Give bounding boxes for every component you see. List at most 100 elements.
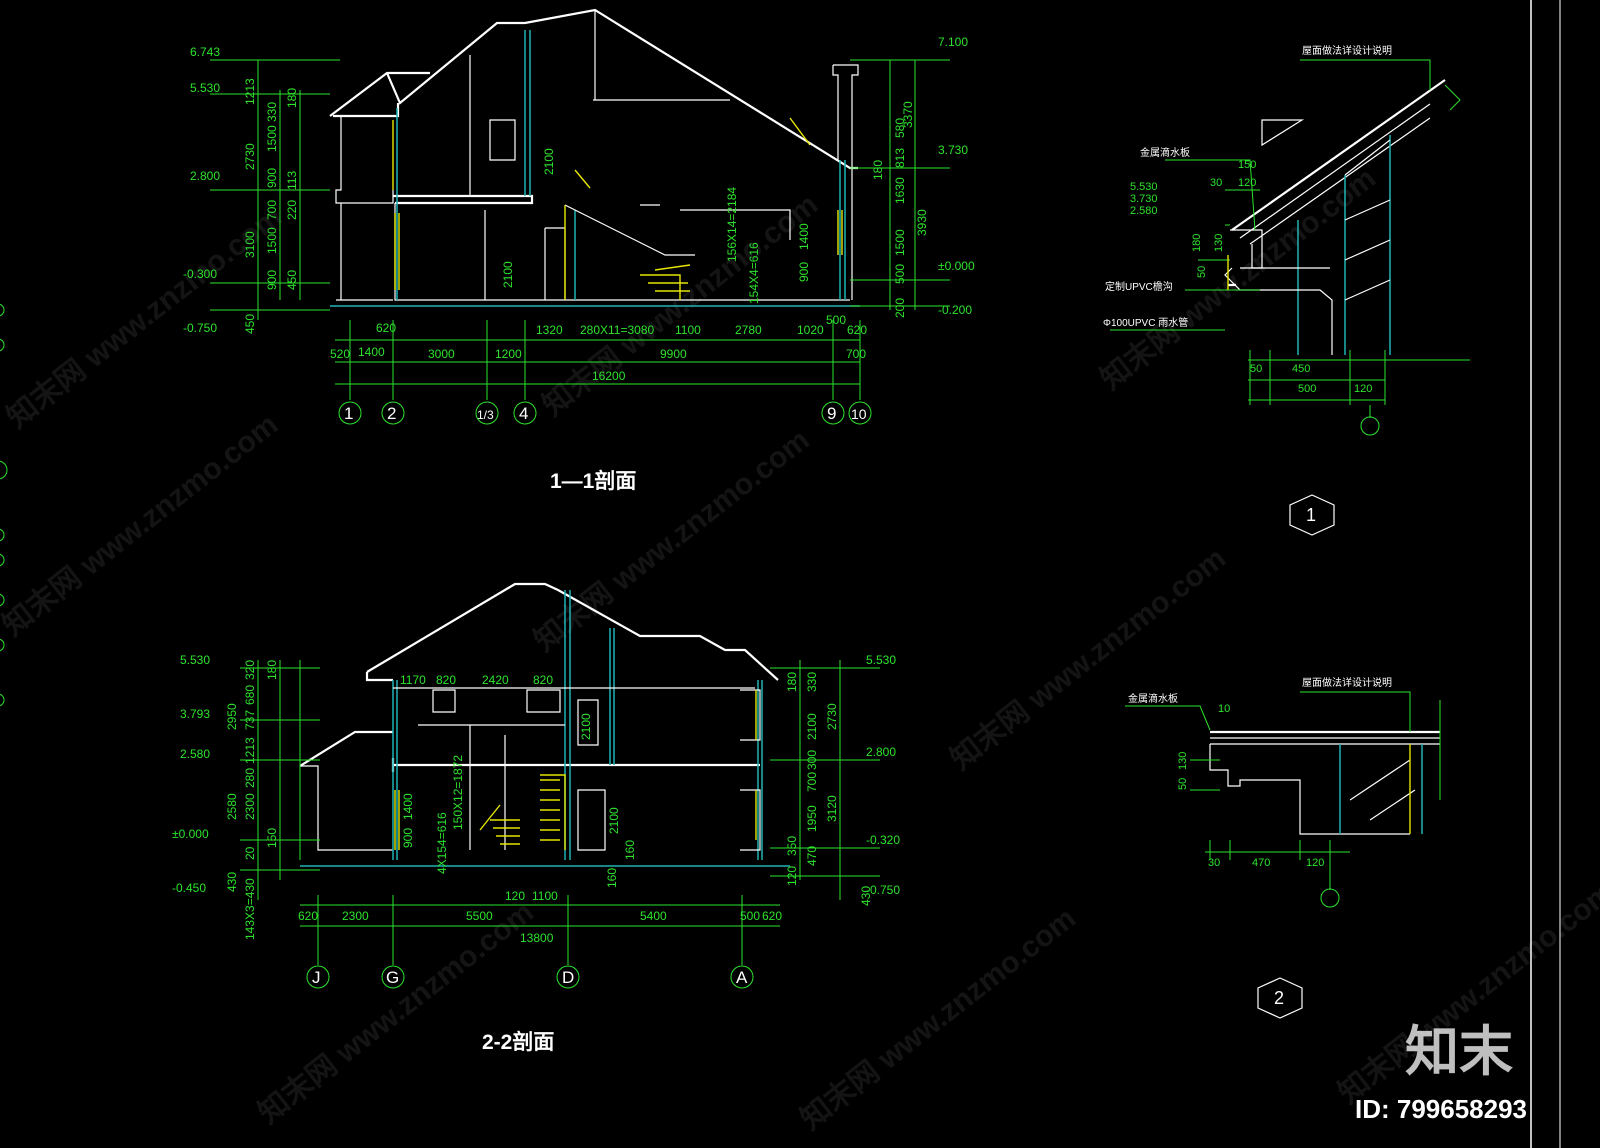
elevation-label: 3.730 bbox=[1130, 193, 1158, 205]
dim-label: 20 bbox=[243, 846, 257, 860]
dim-label: 450 bbox=[285, 270, 299, 290]
elevation-label: -0.450 bbox=[172, 881, 206, 895]
dim-label: 30 bbox=[1208, 857, 1220, 869]
dim-label: 10 bbox=[1218, 703, 1230, 715]
dim-label: 1170 bbox=[400, 673, 426, 687]
section-1-1-labels: 6.743 5.530 2.800 -0.300 -0.750 1213 273… bbox=[183, 35, 975, 493]
dim-label: 820 bbox=[436, 673, 456, 687]
dim-label: 430 bbox=[225, 872, 239, 892]
dim-label: 2580 bbox=[225, 793, 239, 820]
watermark-text: 知末网 www.znzmo.com bbox=[945, 542, 1232, 777]
dim-label: 1950 bbox=[805, 805, 819, 832]
dim-label: 180 bbox=[1191, 234, 1203, 252]
axis-label: 9 bbox=[827, 404, 836, 423]
elevation-label: 2.800 bbox=[190, 169, 220, 183]
elevation-label: -0.750 bbox=[866, 883, 900, 897]
dim-label: 2100 bbox=[501, 261, 515, 288]
section-2-2-labels: 5.530 3.793 2.580 ±0.000 -0.450 320 180 … bbox=[172, 653, 900, 1054]
dim-label: 130 bbox=[1177, 752, 1189, 770]
dim-label: 470 bbox=[1252, 857, 1270, 869]
dim-label: 900 bbox=[265, 270, 279, 290]
dim-label: 180 bbox=[871, 160, 885, 180]
dim-label: 160 bbox=[605, 868, 619, 888]
detail-note: Φ100UPVC 雨水管 bbox=[1103, 316, 1188, 329]
brand-watermark: 知末 ID: 799658293 bbox=[1355, 1022, 1527, 1124]
detail-note: 金属滴水板 bbox=[1140, 146, 1190, 159]
left-edge-marks bbox=[0, 303, 8, 707]
elevation-label: 2.580 bbox=[180, 747, 210, 761]
watermark-text: 知末网 www.znzmo.com bbox=[528, 423, 815, 658]
elevation-label: 2.800 bbox=[866, 745, 896, 759]
dim-label: 300 bbox=[805, 750, 819, 770]
dim-label: 2100 bbox=[542, 148, 556, 175]
detail-note: 屋面做法详设计说明 bbox=[1302, 44, 1392, 57]
dim-label: 470 bbox=[805, 846, 819, 866]
detail-marker-label: 2 bbox=[1274, 988, 1284, 1008]
dim-label: 620 bbox=[298, 909, 318, 923]
axis-label: 4 bbox=[519, 404, 528, 423]
dim-label: 1213 bbox=[243, 78, 257, 105]
detail-2 bbox=[1125, 691, 1441, 1019]
axis-label: 1 bbox=[344, 404, 353, 423]
dim-label: 1100 bbox=[675, 323, 701, 337]
dim-label: 813 bbox=[893, 148, 907, 168]
elevation-label: -0.300 bbox=[183, 267, 217, 281]
dim-label: 120 bbox=[1306, 857, 1324, 869]
dim-label: 500 bbox=[740, 909, 760, 923]
dim-label: 180 bbox=[785, 672, 799, 692]
dim-label: 430 bbox=[859, 886, 873, 906]
dim-label: 150 bbox=[265, 828, 279, 848]
dim-label: 620 bbox=[847, 323, 867, 337]
image-id-label: ID: 799658293 bbox=[1355, 1094, 1527, 1124]
axis-label: D bbox=[562, 968, 574, 987]
dim-label: 580 bbox=[893, 118, 907, 138]
detail-note: 屋面做法详设计说明 bbox=[1302, 676, 1392, 689]
dim-label: 150 bbox=[1238, 159, 1256, 171]
dim-label: 1213 bbox=[243, 737, 257, 764]
watermark-text: 知末网 www.znzmo.com bbox=[252, 895, 539, 1130]
axis-label: 10 bbox=[851, 406, 867, 422]
axis-label: 1/3 bbox=[477, 408, 494, 422]
dim-label: 5500 bbox=[466, 909, 493, 923]
elevation-label: 5.530 bbox=[190, 81, 220, 95]
dim-label: 1400 bbox=[401, 793, 415, 820]
dim-label: 120 bbox=[1238, 177, 1256, 189]
dim-label: 120 bbox=[1354, 383, 1372, 395]
dim-label: 2300 bbox=[243, 793, 257, 820]
axis-label: A bbox=[736, 968, 748, 987]
dim-label: 1500 bbox=[265, 125, 279, 152]
total-dim-label: 13800 bbox=[520, 931, 554, 945]
dim-label: 50 bbox=[1196, 266, 1208, 278]
dim-label: 2950 bbox=[225, 703, 239, 730]
elevation-label: -0.320 bbox=[866, 833, 900, 847]
dim-label: 200 bbox=[893, 298, 907, 318]
detail-1-marker bbox=[1289, 494, 1335, 536]
dim-label: 160 bbox=[623, 840, 637, 860]
dim-label: 700 bbox=[805, 772, 819, 792]
dim-label: 450 bbox=[1292, 363, 1310, 375]
dim-label: 2100 bbox=[805, 713, 819, 740]
dim-label: 1500 bbox=[265, 227, 279, 254]
dim-label: 900 bbox=[265, 168, 279, 188]
dim-label: 50 bbox=[1177, 778, 1189, 790]
elevation-label: 2.580 bbox=[1130, 205, 1158, 217]
dim-label: 280 bbox=[243, 768, 257, 788]
elevation-label: 3.730 bbox=[938, 143, 968, 157]
watermark-layer: 知末网 www.znzmo.com 知末网 www.znzmo.com 知末网 … bbox=[0, 162, 1600, 1137]
elevation-label: ±0.000 bbox=[172, 827, 209, 841]
elevation-label: 7.100 bbox=[938, 35, 968, 49]
watermark-text: 知末网 www.znzmo.com bbox=[795, 902, 1082, 1137]
dim-label: 2100 bbox=[579, 713, 593, 740]
dim-label: 2300 bbox=[342, 909, 369, 923]
dim-label: 320 bbox=[243, 660, 257, 680]
dim-label: 1100 bbox=[532, 889, 558, 903]
dim-label: 280X11=3080 bbox=[580, 323, 655, 337]
brand-logo: 知末 bbox=[1405, 1022, 1513, 1082]
dim-label: 1020 bbox=[797, 323, 824, 337]
dim-label: 450 bbox=[243, 314, 257, 334]
dim-label: 150X12=1872 bbox=[451, 755, 465, 830]
total-dim-label: 16200 bbox=[592, 369, 626, 383]
dim-label: 350 bbox=[785, 836, 799, 856]
dim-label: 5400 bbox=[640, 909, 667, 923]
